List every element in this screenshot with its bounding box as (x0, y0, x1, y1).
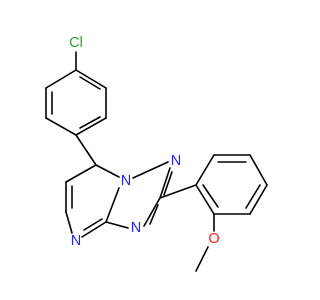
bond-pyr-inner-2 (83, 218, 103, 231)
bond-pyr-c (65, 211, 73, 234)
atom-label-n-triazole-top: N (171, 153, 181, 169)
bond-o-ch3 (195, 246, 209, 272)
bond-ring1-f (45, 69, 77, 89)
bond-pyr-f (95, 164, 120, 178)
bond-ring2-d (249, 184, 268, 215)
atom-label-n-triazole-bottom: N (131, 220, 141, 236)
atom-label-o: O (208, 231, 219, 247)
bond-tri-d (132, 161, 169, 179)
bond-ring1-c (75, 117, 107, 136)
bond-ring2-c (249, 154, 268, 186)
atom-label-n-bridge: N (121, 173, 131, 189)
atom-label-n-pyrimidine: N (71, 233, 81, 249)
molecule-canvas: Cl N N N N O (45, 35, 268, 272)
bond-pyr-a (65, 164, 97, 183)
bonds-layer (45, 51, 268, 272)
bond-ring2-inner-2 (245, 184, 261, 209)
bond-ring2-a (195, 154, 215, 186)
bond-pyr-e (105, 187, 120, 223)
bond-ring1-d (45, 117, 77, 136)
bond-ring1-inner-2 (79, 116, 101, 129)
bond-link-ring1-core (75, 134, 97, 166)
bond-ring2-inner-3 (202, 184, 219, 208)
bond-ring1-inner-1 (79, 76, 101, 90)
atom-labels-layer: Cl N N N N O (69, 35, 219, 249)
structure-diagram: Cl N N N N O (45, 35, 268, 272)
bond-tri-c (159, 167, 171, 199)
bond-link-core-ring2 (159, 184, 197, 199)
bond-tri-inner (149, 204, 159, 225)
bond-tri-b (143, 197, 161, 227)
bond-ring2-f (195, 184, 215, 215)
bond-tri-inner-2 (163, 171, 173, 196)
atom-label-cl: Cl (69, 35, 83, 51)
bond-ring1-a (75, 69, 107, 89)
bond-tri-a (105, 221, 129, 229)
bond-pyr-d (81, 221, 107, 238)
